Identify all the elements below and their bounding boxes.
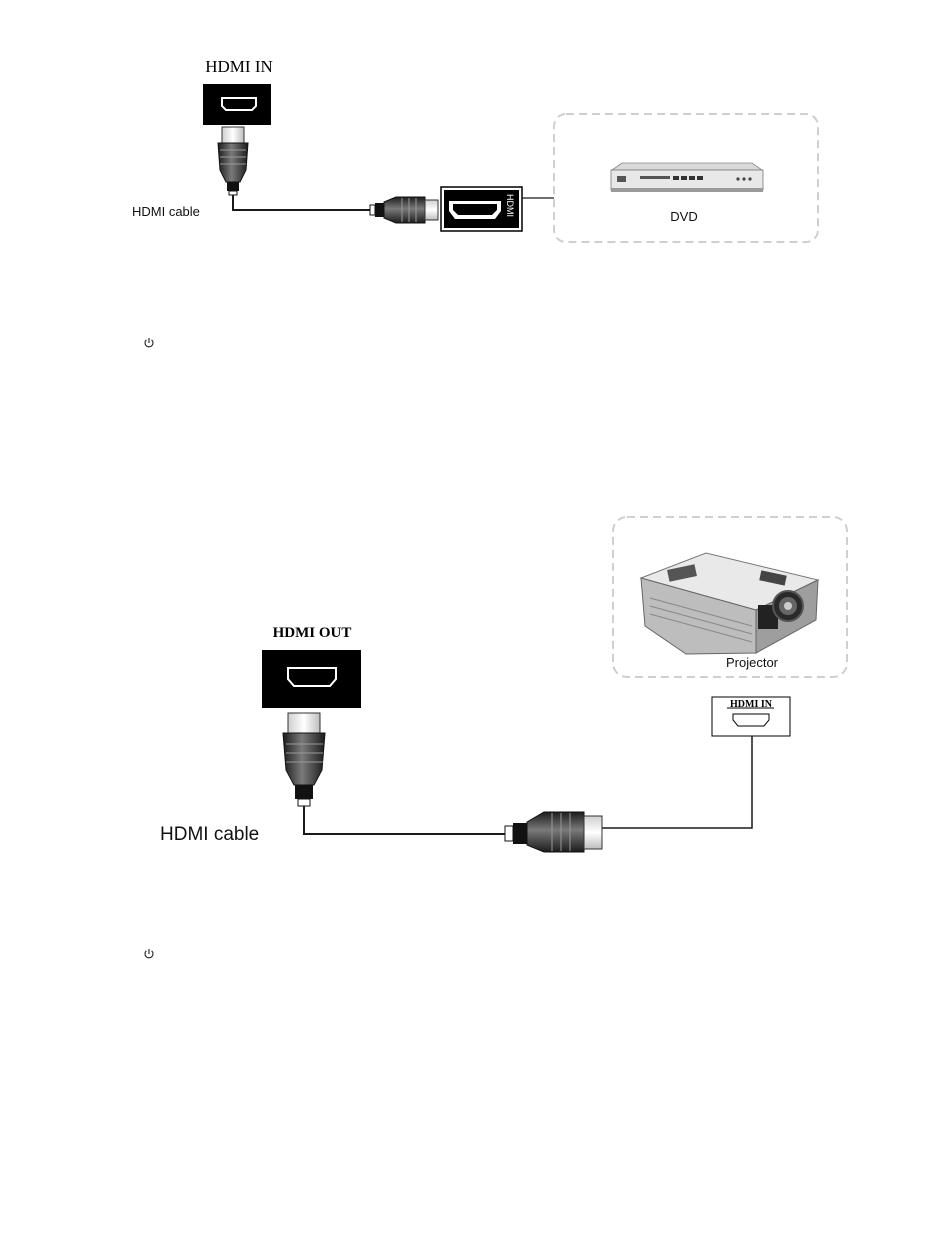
hdmi-plug-vertical-icon — [283, 713, 325, 806]
hdmi-plug-vertical-icon — [218, 127, 248, 195]
diagram-2: Projector HDMI IN HDMI OUT HDMI cable — [160, 517, 847, 852]
dvd-port-label: HDMI — [505, 194, 515, 217]
dvd-player-icon — [611, 163, 763, 192]
projector-label: Projector — [726, 655, 779, 670]
diagram-1: HDMI IN HDMI cable — [132, 57, 818, 242]
hdmi-out-port-label: HDMI OUT — [273, 625, 352, 641]
cable-line — [233, 195, 370, 210]
hdmi-in-port-panel — [203, 84, 271, 125]
hdmi-cable-label: HDMI cable — [160, 824, 259, 845]
power-icon — [145, 338, 153, 347]
dvd-hdmi-port: HDMI — [441, 187, 522, 231]
power-icon — [145, 949, 153, 958]
hdmi-out-port-panel — [262, 650, 361, 708]
projector-hdmi-in-port: HDMI IN — [712, 697, 790, 736]
cable-line — [602, 736, 752, 828]
hdmi-plug-horizontal-icon — [370, 197, 438, 223]
projector-icon — [641, 553, 818, 654]
hdmi-plug-horizontal-icon — [505, 812, 602, 852]
cable-line — [304, 806, 505, 834]
dvd-label: DVD — [670, 209, 697, 224]
hdmi-in-port-label: HDMI IN — [205, 57, 273, 76]
hdmi-cable-label: HDMI cable — [132, 204, 200, 219]
